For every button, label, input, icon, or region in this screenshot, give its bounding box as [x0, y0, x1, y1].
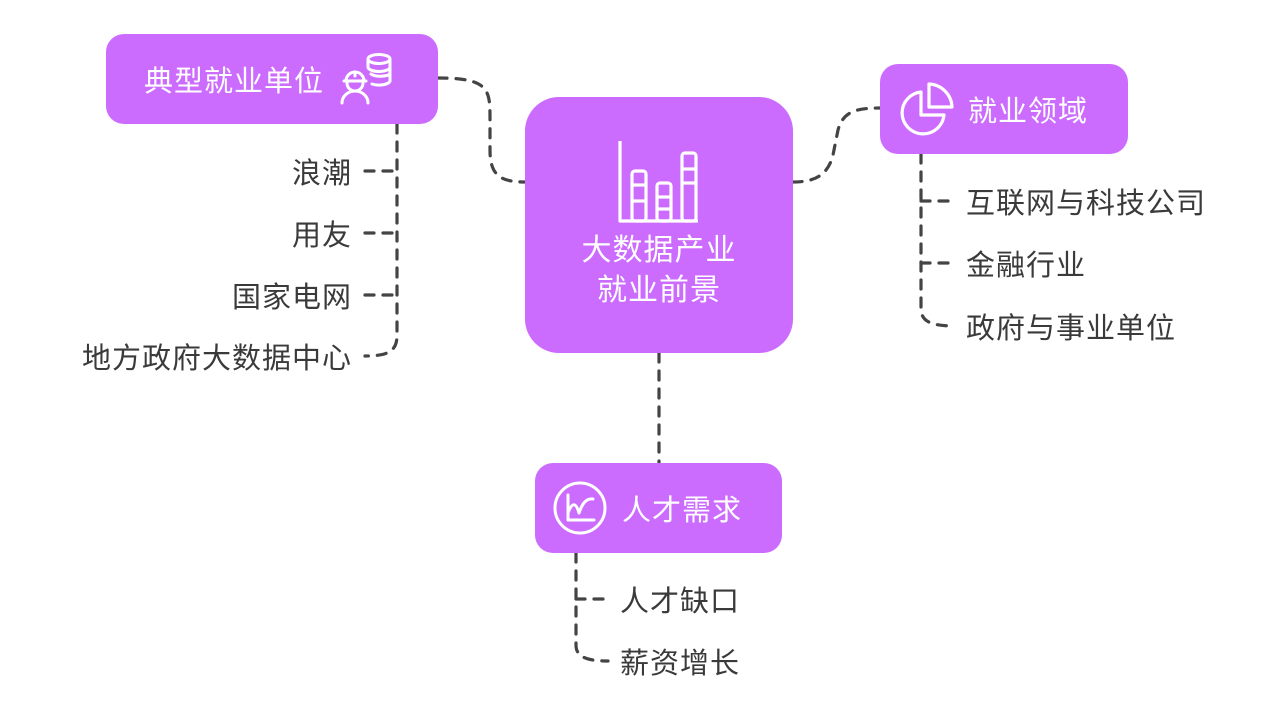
branch-node-employment-fields[interactable]: 就业领域: [880, 64, 1128, 154]
branch-label: 典型就业单位: [144, 64, 325, 98]
leaf-employment-fields-2[interactable]: 金融行业: [966, 248, 1087, 282]
connector-fields-trunk: [919, 152, 957, 328]
central-topic-title: 大数据产业 就业前景: [582, 231, 737, 311]
connector-center-fields: [791, 106, 882, 184]
central-topic-node[interactable]: 大数据产业 就业前景: [525, 97, 793, 353]
leaf-typical-employers-2[interactable]: 用友: [291, 218, 352, 252]
leaf-typical-employers-3[interactable]: 国家电网: [231, 280, 352, 314]
leaf-typical-employers-1[interactable]: 浪潮: [291, 156, 352, 190]
pie-chart-icon: [898, 80, 956, 138]
connector-talent-trunk: [574, 551, 610, 663]
central-topic-title-line-2: 就业前景: [597, 273, 721, 308]
branch-node-talent-demand[interactable]: 人才需求: [535, 463, 782, 553]
central-topic-title-line-1: 大数据产业: [581, 233, 737, 268]
connector-units-trunk: [363, 122, 399, 358]
leaf-employment-fields-1[interactable]: 互联网与科技公司: [966, 186, 1207, 220]
branch-node-typical-employers[interactable]: 典型就业单位: [106, 34, 438, 124]
line-chart-circle-icon: [552, 480, 608, 536]
branch-label: 人才需求: [622, 493, 743, 527]
leaf-employment-fields-3[interactable]: 政府与事业单位: [966, 311, 1177, 345]
bar-chart-icon: [614, 139, 704, 223]
worker-database-icon: [338, 51, 394, 107]
leaf-talent-demand-2[interactable]: 薪资增长: [620, 646, 741, 680]
leaf-typical-employers-4[interactable]: 地方政府大数据中心: [81, 341, 352, 375]
branch-label: 就业领域: [968, 94, 1089, 128]
connector-center-units: [436, 76, 527, 184]
leaf-talent-demand-1[interactable]: 人才缺口: [620, 584, 741, 618]
